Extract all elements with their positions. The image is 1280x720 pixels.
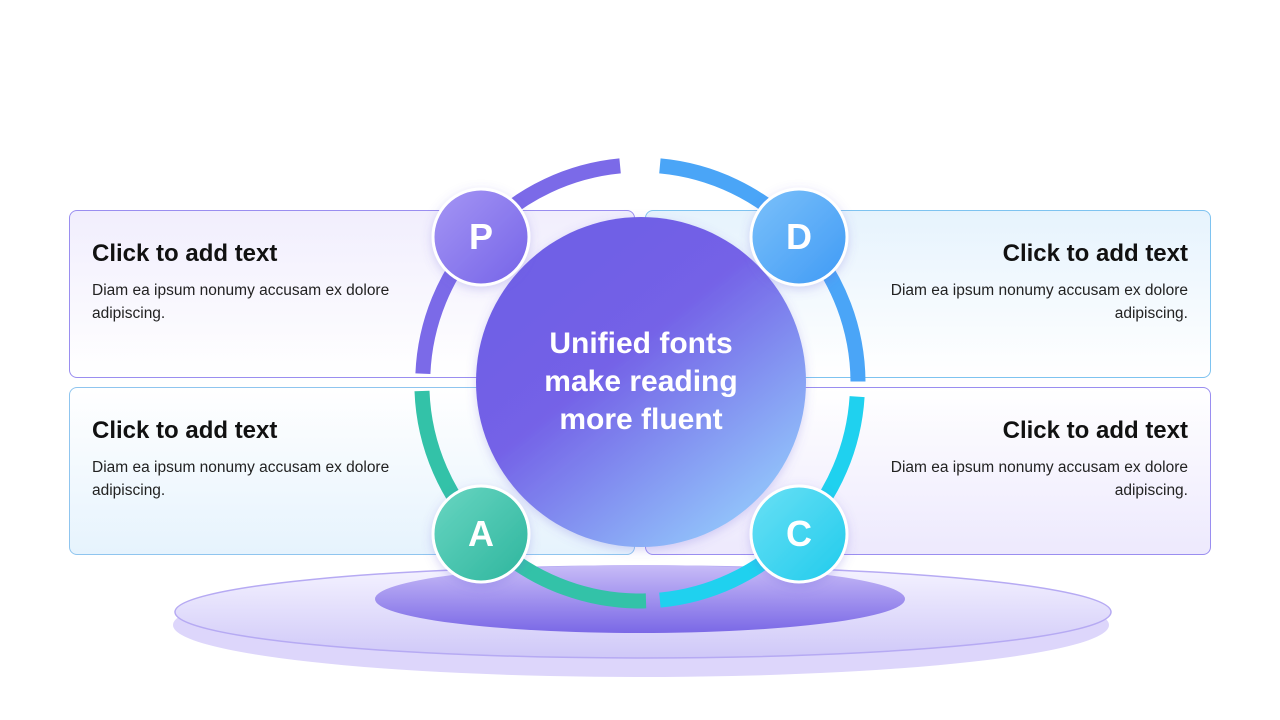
card-title[interactable]: Click to add text	[1002, 417, 1188, 444]
badge-letter-plan: P	[468, 216, 493, 257]
card-body[interactable]: Diam ea ipsum nonumy accusam ex dolore a…	[92, 282, 390, 322]
badge-do[interactable]	[749, 187, 849, 287]
badge-letter-check: C	[786, 513, 812, 554]
center-text-line: Unified fonts	[549, 327, 733, 360]
card-title[interactable]: Click to add text	[92, 417, 278, 444]
card-title[interactable]: Click to add text	[1002, 240, 1188, 267]
badge-letter-act: A	[468, 513, 494, 554]
badge-check[interactable]	[749, 484, 849, 584]
card-title[interactable]: Click to add text	[92, 240, 278, 267]
badge-act[interactable]	[431, 484, 531, 584]
badge-letter-do: D	[786, 216, 812, 257]
center-text-line: more fluent	[559, 403, 723, 436]
card-body[interactable]: Diam ea ipsum nonumy accusam ex dolore a…	[890, 282, 1188, 322]
card-body[interactable]: Diam ea ipsum nonumy accusam ex dolore a…	[890, 459, 1188, 499]
center-text[interactable]: Unified fonts make reading more fluent	[500, 325, 782, 439]
card-body[interactable]: Diam ea ipsum nonumy accusam ex dolore a…	[92, 459, 390, 499]
badge-plan[interactable]	[431, 187, 531, 287]
center-text-line: make reading	[544, 365, 738, 398]
center-circle	[476, 217, 806, 547]
